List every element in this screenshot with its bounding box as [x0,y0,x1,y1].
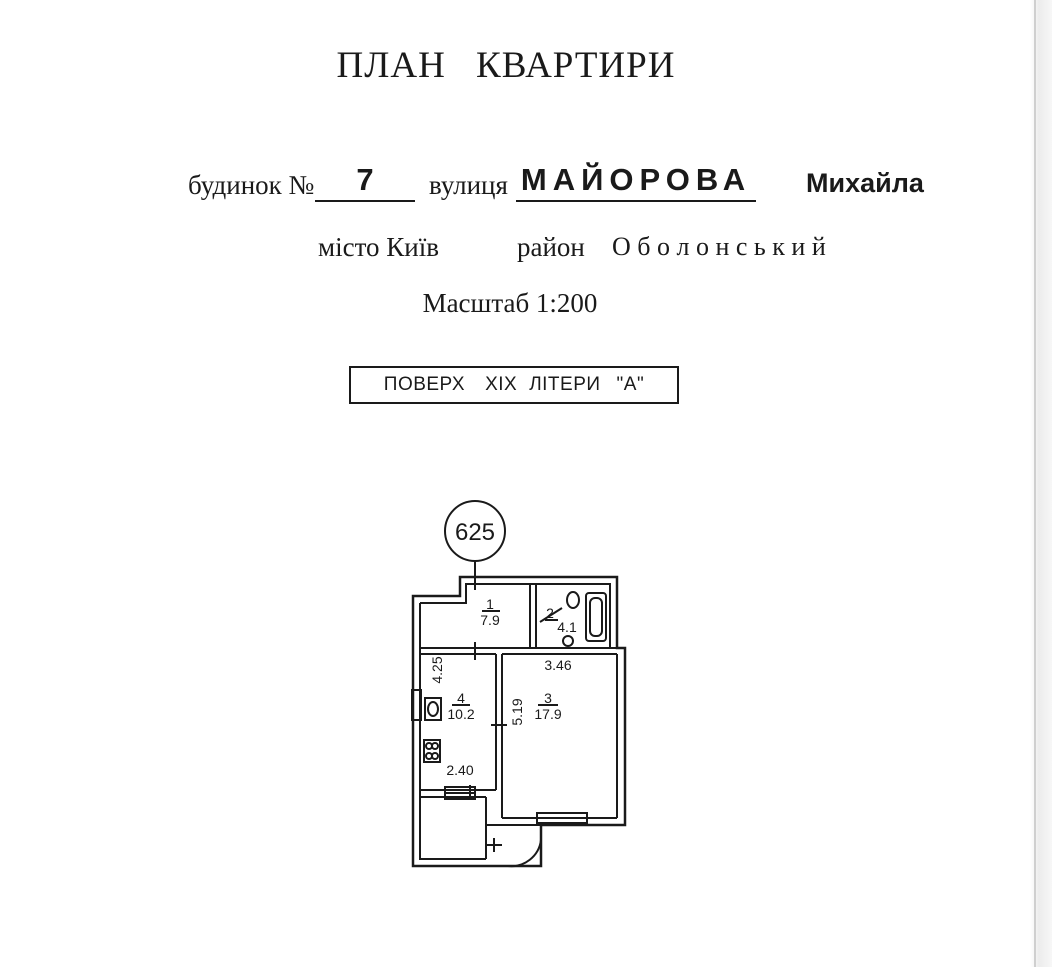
toilet [562,635,574,647]
floor-label: ПОВЕРХ [383,374,466,395]
city-row: місто Київ район О б о л о н с ь к и й [0,228,1052,268]
room3-area: 17.9 [534,706,561,722]
room2-area: 4.1 [557,619,577,635]
floor-box: ПОВЕРХ XIX ЛІТЕРИ "А" [349,366,679,404]
room2-number: 2 [546,605,554,621]
room1-number: 1 [486,596,494,612]
dim-room4-length: 4.25 [429,656,445,683]
house-number: 7 [315,162,415,202]
district-name: О б о л о н с ь к и й [612,232,826,261]
room4-area: 10.2 [447,706,474,722]
page-edge-line [1034,0,1036,967]
city-label: місто Київ [318,232,439,262]
bathtub [585,592,607,642]
dim-room3-length: 5.19 [509,698,525,725]
door-bathroom [539,607,563,623]
dim-room4-width: 2.40 [446,762,473,778]
stove-burner [431,742,439,750]
street-name: МАЙОРОВА [516,162,756,202]
district-label: район [517,232,585,262]
outer-wall-inner-left [419,603,486,860]
address-row: будинок № 7 вулиця МАЙОРОВА Михайла [0,162,1052,208]
page-title: ПЛАН КВАРТИРИ [336,45,676,86]
dim-room3-width: 3.46 [544,657,571,673]
stove-burner [431,752,439,760]
room1-area: 7.9 [480,612,500,628]
house-label: будинок № [188,170,315,200]
room3-number: 3 [544,690,552,706]
letter-value: "А" [616,374,645,395]
loggia-curve [507,839,542,868]
window-kitchen-side [411,689,422,721]
stove-fixture [423,739,441,763]
sink-bowl [427,701,439,717]
outer-wall-inner [420,583,611,648]
floor-number: XIX [485,374,518,395]
scale-text: Масштаб 1:200 [422,288,598,318]
bathtub-inner [589,597,603,637]
letter-label: ЛІТЕРИ [529,374,601,395]
street-label: вулиця [429,170,508,200]
washbasin [566,591,580,609]
sink-fixture [424,697,442,721]
room4-number: 4 [457,690,465,706]
apartment-number: 625 [455,519,495,546]
outer-wall [411,575,627,868]
street-name-suffix: Михайла [806,168,924,198]
